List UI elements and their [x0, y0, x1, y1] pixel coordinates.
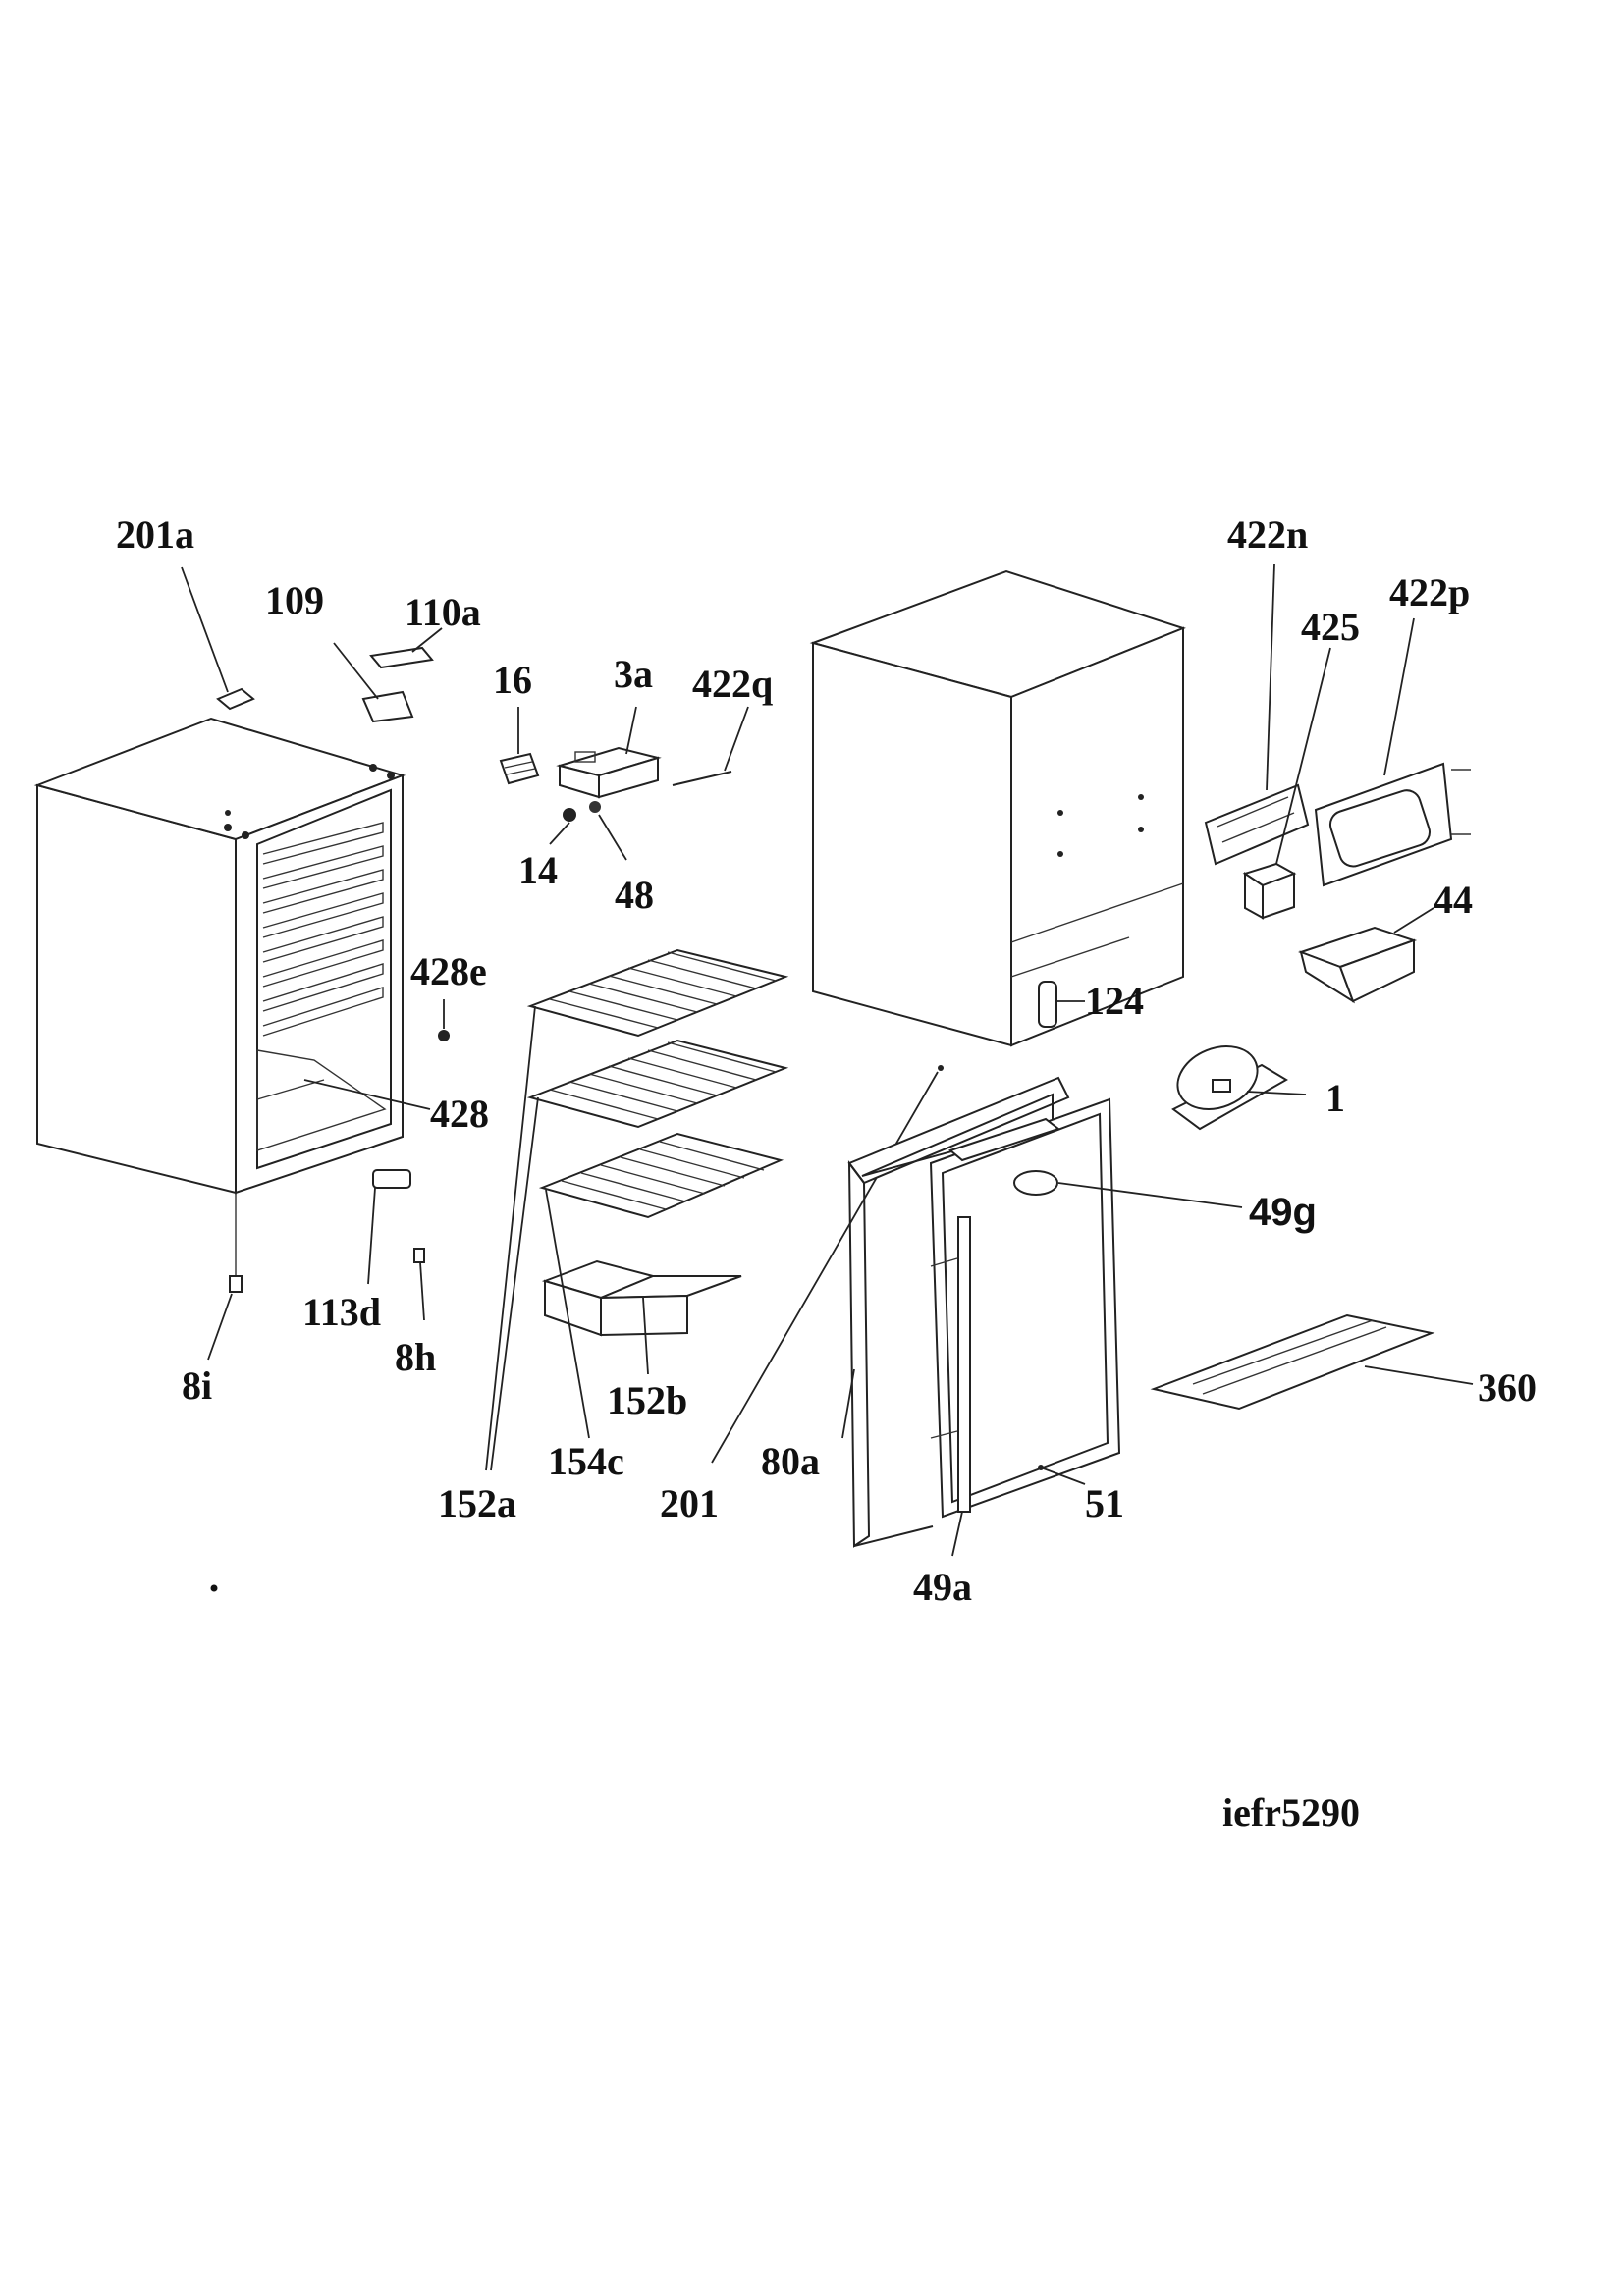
- part-425: [1242, 647, 1331, 920]
- label-49a: 49a: [913, 1565, 972, 1609]
- part-422q: [672, 706, 749, 786]
- wire-shelf-top: [526, 948, 789, 1038]
- label-422n: 422n: [1227, 512, 1308, 557]
- part-8i: [207, 1193, 243, 1361]
- part-110a: [369, 627, 443, 669]
- stray-dot: [210, 1584, 218, 1592]
- label-113d: 113d: [302, 1290, 381, 1334]
- label-154c: 154c: [548, 1439, 624, 1483]
- label-422q: 422q: [692, 662, 773, 706]
- label-201a: 201a: [116, 512, 194, 557]
- part-8h: [413, 1248, 425, 1321]
- door-49a: [929, 1097, 1243, 1557]
- wire-shelf-bottom: [538, 1132, 784, 1219]
- label-360: 360: [1478, 1365, 1537, 1410]
- part-428-leader: [303, 1079, 431, 1110]
- label-80a: 80a: [761, 1439, 820, 1483]
- label-48: 48: [615, 873, 654, 917]
- wire-shelf-middle: [526, 1039, 789, 1129]
- label-124: 124: [1085, 979, 1144, 1023]
- label-8h: 8h: [395, 1335, 436, 1379]
- crisper-152b: [541, 1259, 742, 1375]
- label-3a: 3a: [614, 652, 653, 696]
- part-124: [1038, 981, 1085, 1028]
- part-109: [333, 642, 414, 723]
- part-14: [549, 808, 576, 845]
- label-422p: 422p: [1389, 570, 1470, 614]
- leaders-shelves: [485, 1005, 944, 1471]
- label-110a: 110a: [405, 590, 481, 634]
- label-14: 14: [518, 848, 558, 892]
- label-16: 16: [493, 658, 532, 702]
- label-152a: 152a: [438, 1481, 516, 1525]
- label-44: 44: [1434, 878, 1473, 922]
- label-201: 201: [660, 1481, 719, 1525]
- part-360-bracket: [1150, 1313, 1474, 1411]
- part-422p: [1314, 617, 1471, 887]
- label-428: 428: [430, 1092, 489, 1136]
- label-109: 109: [265, 578, 324, 622]
- label-51: 51: [1085, 1481, 1124, 1525]
- part-113d: [367, 1169, 411, 1285]
- part-16: [499, 707, 540, 785]
- callout-labels: 201a 109 110a 16 3a 422q 14 48 428e 428 …: [116, 512, 1537, 1835]
- label-152b: 152b: [607, 1378, 687, 1422]
- label-425: 425: [1301, 605, 1360, 649]
- label-1: 1: [1325, 1076, 1345, 1120]
- part-428e: [438, 999, 450, 1041]
- part-1-compressor: [1171, 1045, 1307, 1131]
- label-428e: 428e: [410, 949, 487, 993]
- label-8i: 8i: [182, 1363, 212, 1408]
- part-44: [1298, 907, 1434, 1004]
- part-3a: [556, 706, 662, 799]
- cabinet-open-front: [33, 717, 406, 1195]
- cabinet-rear: [809, 569, 1186, 1047]
- diagram-id: iefr5290: [1222, 1790, 1360, 1835]
- part-48: [589, 801, 627, 861]
- part-201a: [181, 566, 255, 711]
- label-49g: 49g: [1249, 1191, 1317, 1234]
- part-422n: [1204, 563, 1310, 866]
